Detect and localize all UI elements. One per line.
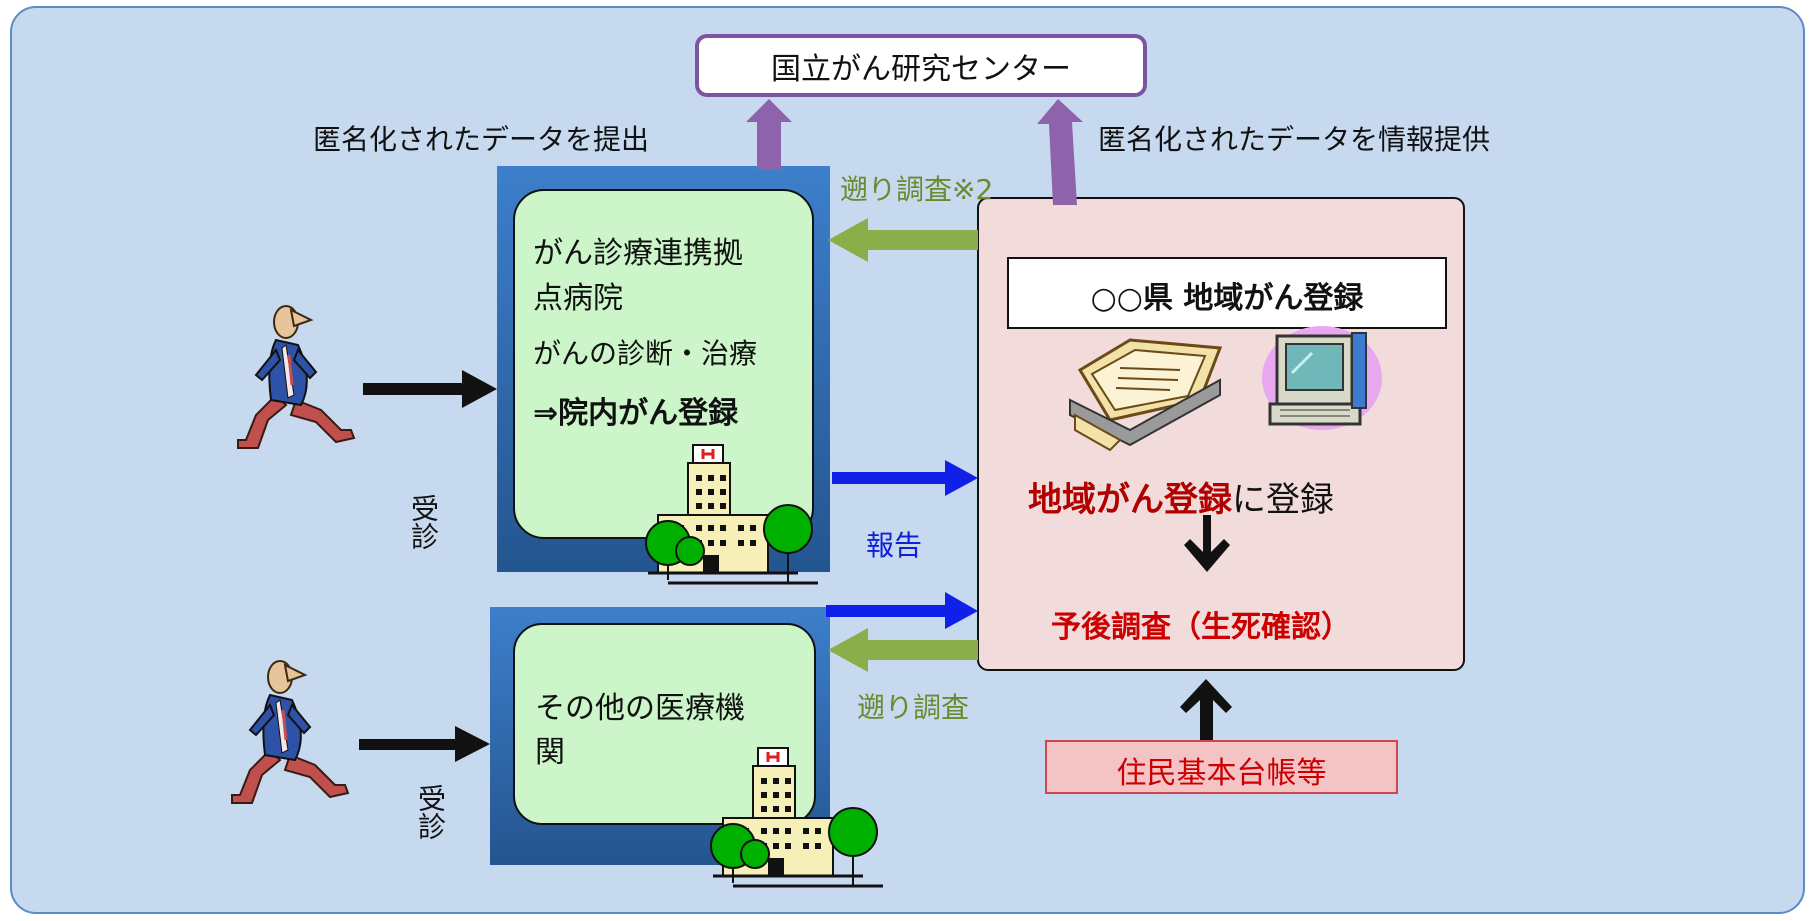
- other-title-line2: 関: [535, 735, 565, 770]
- resident-box: [1045, 740, 1398, 794]
- regional-header-box: [1007, 257, 1447, 329]
- prognosis-label: 予後調査（生死確認）: [1051, 610, 1351, 645]
- green-arrows: [828, 218, 978, 672]
- retro-survey-label: 遡り調査: [857, 691, 970, 724]
- other-inner-box: [513, 623, 816, 825]
- hospital-title-line2: 点病院: [533, 281, 623, 316]
- blue-arrows: [826, 460, 978, 629]
- visit-label-1: 受診: [407, 494, 440, 550]
- resident-box-label: 住民基本台帳等: [1116, 756, 1327, 791]
- regional-register-rest: に登録: [1232, 480, 1334, 520]
- runner-icon-2: [230, 659, 350, 805]
- regional-register-line: 地域がん登録に登録: [1028, 472, 1334, 521]
- submit-label: 匿名化されたデータを提出: [313, 123, 650, 156]
- document-tray-icon: [1069, 338, 1223, 452]
- hospital-registry: ⇒院内がん登録: [533, 396, 739, 431]
- black-arrows: [359, 370, 1232, 762]
- provide-label: 匿名化されたデータを情報提供: [1098, 123, 1491, 156]
- top-box: [695, 34, 1147, 97]
- purple-arrows: [746, 99, 1083, 205]
- regional-header: ○○県 地域がん登録: [1090, 281, 1364, 316]
- top-box-label: 国立がん研究センター: [771, 52, 1071, 87]
- hospital-subtitle: がんの診断・治療: [533, 337, 758, 370]
- visit-label-2: 受診: [414, 784, 447, 840]
- hospital-title-line1: がん診療連携拠: [533, 236, 743, 271]
- runner-icon-1: [236, 304, 356, 450]
- report-label: 報告: [866, 529, 923, 562]
- retro-survey-2-label: 遡り調査※2: [840, 173, 994, 206]
- computer-icon: [1262, 326, 1382, 430]
- other-title-line1: その他の医療機: [535, 691, 745, 726]
- regional-register-red: 地域がん登録: [1028, 480, 1232, 520]
